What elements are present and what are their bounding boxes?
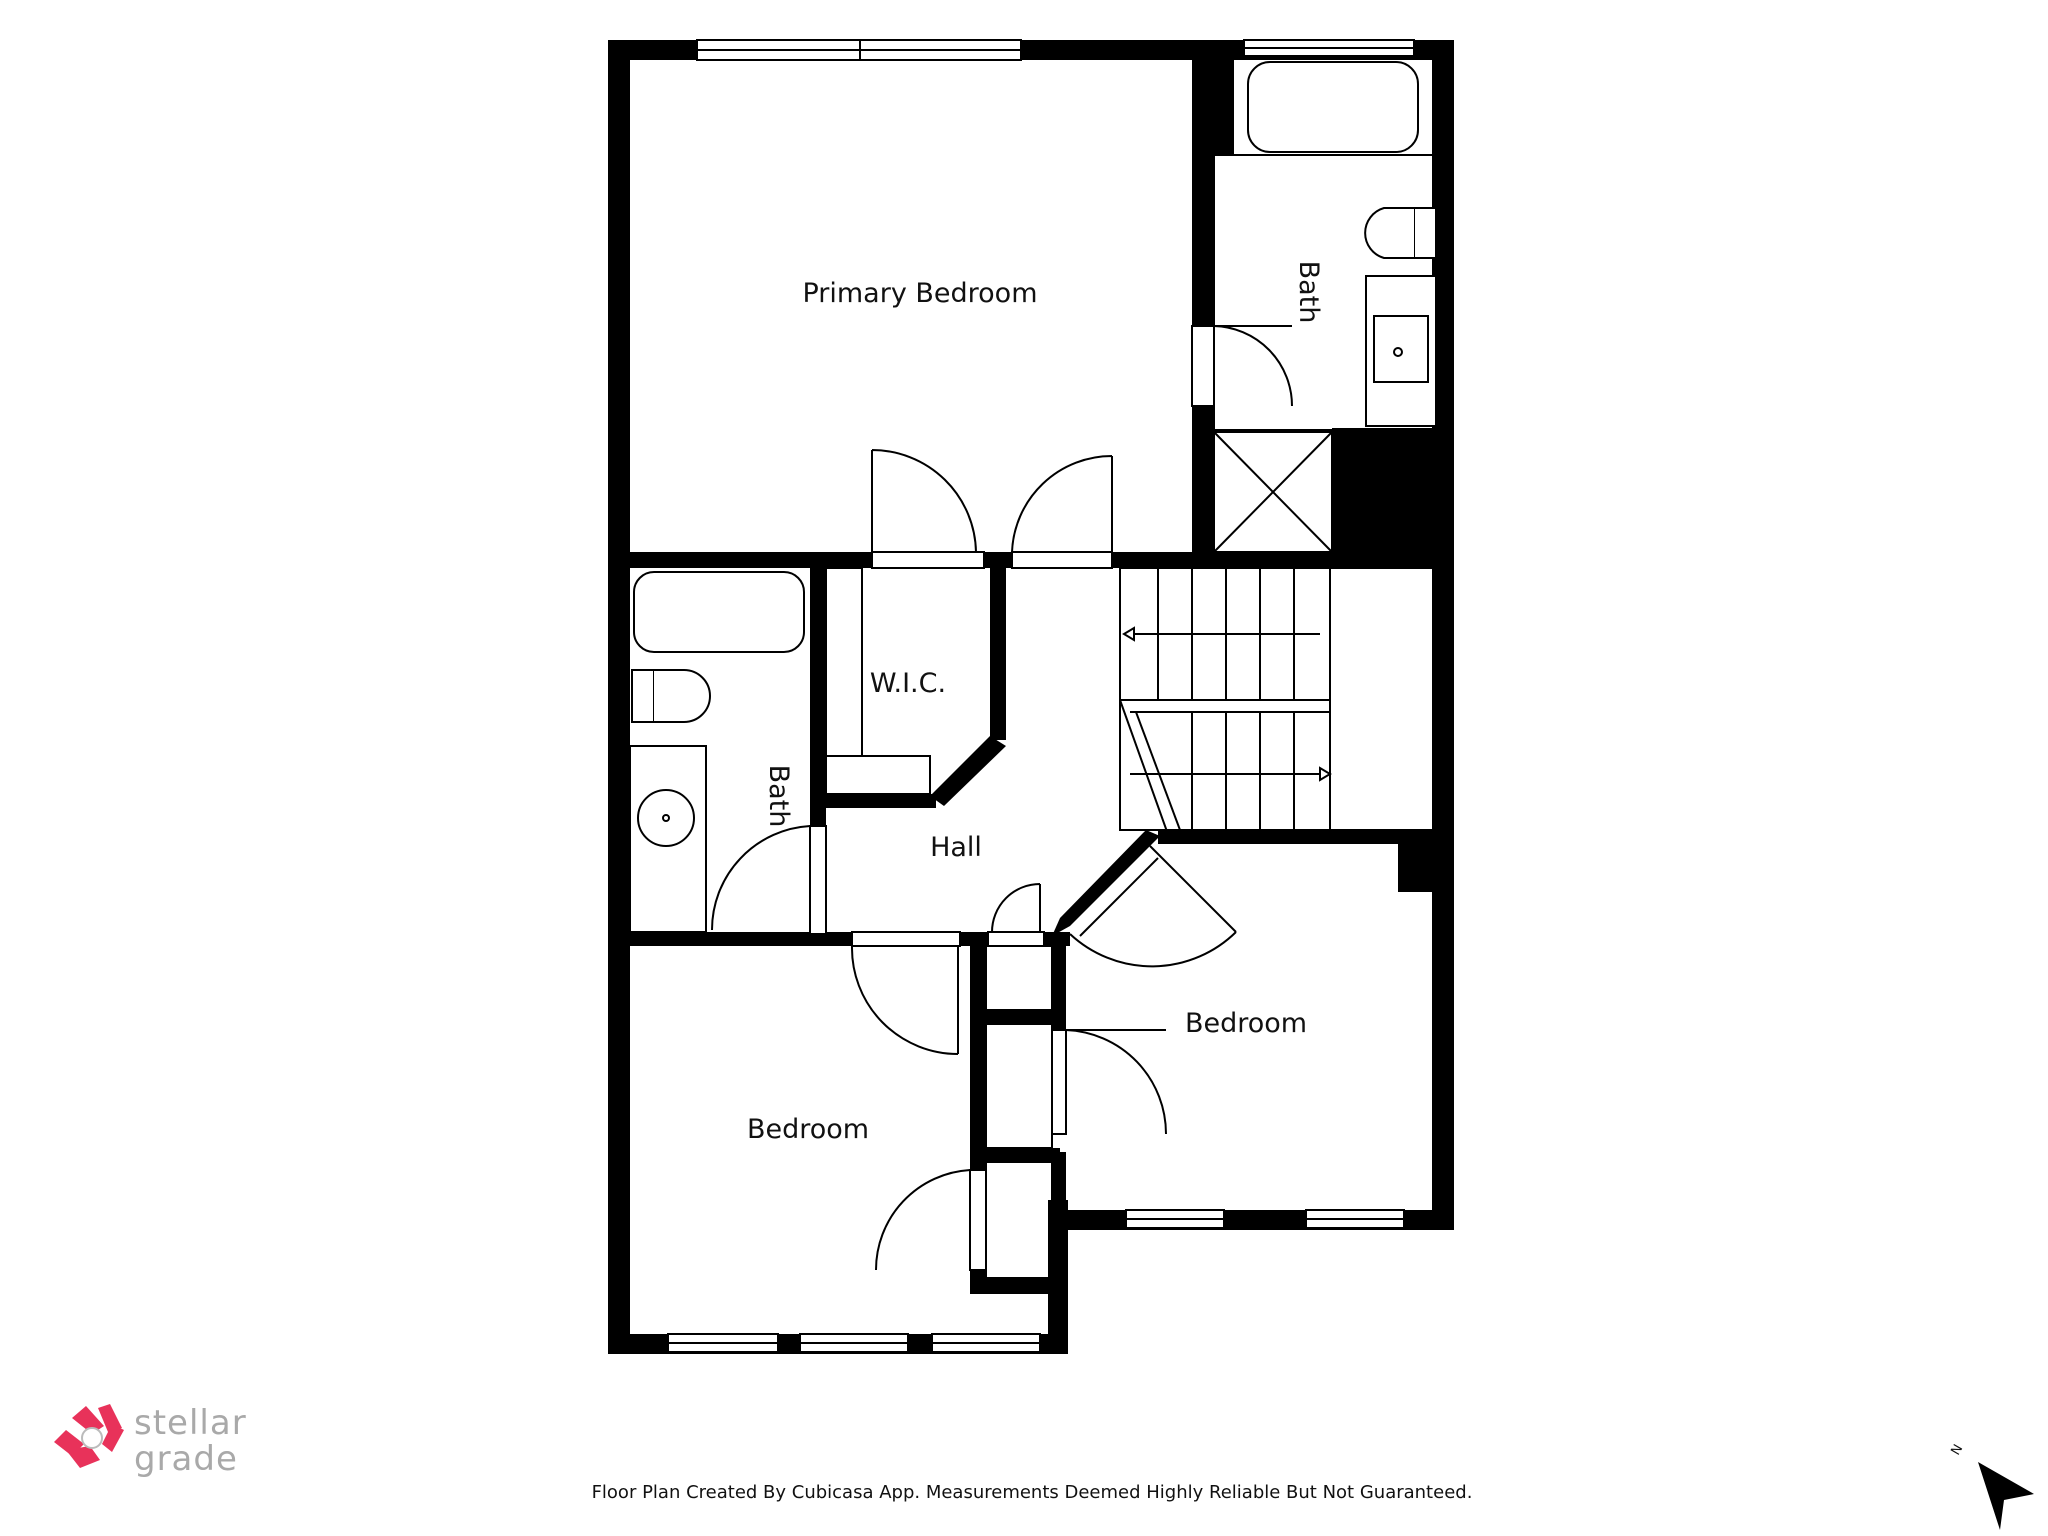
label-bath-left: Bath [763, 765, 794, 828]
label-bedroom-right: Bedroom [1185, 1008, 1307, 1039]
logo-line1: stellar [134, 1403, 247, 1443]
walls [608, 40, 1454, 1354]
label-primary-bedroom: Primary Bedroom [802, 278, 1037, 309]
logo-mark-icon [54, 1404, 124, 1468]
logo-line2: grade [134, 1439, 238, 1479]
label-wic: W.I.C. [870, 668, 946, 699]
closet-lines [985, 945, 1053, 1279]
north-arrow-icon [1978, 1462, 2034, 1530]
doors [710, 325, 1293, 1271]
footer-disclaimer: Floor Plan Created By Cubicasa App. Meas… [592, 1482, 1473, 1503]
compass: N [1948, 1442, 2034, 1530]
fixtures [629, 61, 1437, 933]
stellar-grade-logo: stellar grade [54, 1403, 247, 1479]
label-bath-upper: Bath [1293, 261, 1324, 324]
compass-label: N [1948, 1442, 1966, 1458]
label-hall: Hall [930, 832, 982, 863]
label-bedroom-left: Bedroom [747, 1114, 869, 1145]
windows [667, 39, 1415, 1353]
stairs [1119, 567, 1437, 841]
